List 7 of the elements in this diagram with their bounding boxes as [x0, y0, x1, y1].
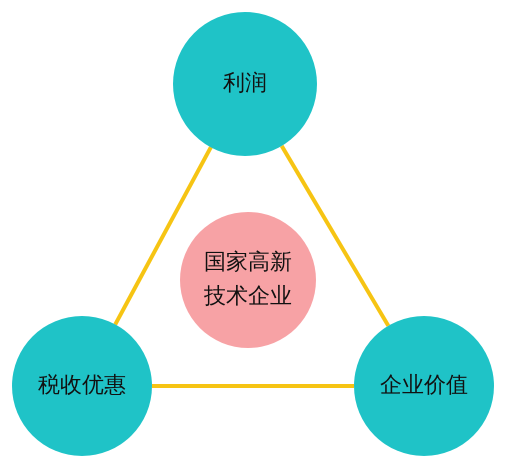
connector-line	[280, 144, 390, 327]
connector-line	[152, 384, 354, 388]
circle-label: 企业价值	[379, 372, 469, 400]
circle-label: 税收优惠	[37, 372, 127, 400]
circle-label: 利润	[222, 70, 268, 98]
connector-line	[113, 146, 213, 326]
circle-label: 国家高新技术企业	[203, 249, 293, 311]
